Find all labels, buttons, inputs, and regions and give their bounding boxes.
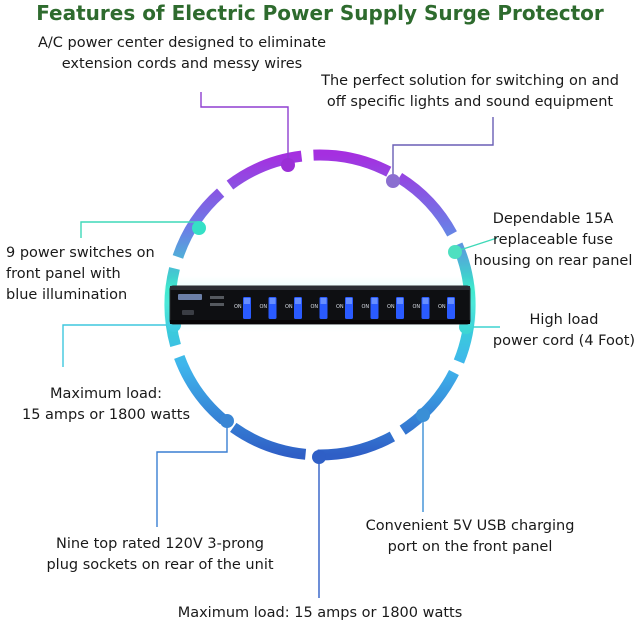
leader-line-8 bbox=[156, 421, 228, 527]
device-switch: ON bbox=[336, 297, 353, 319]
switch-on-label: ON bbox=[336, 304, 344, 310]
switch-highlight bbox=[422, 298, 429, 304]
switch-on-label: ON bbox=[260, 304, 268, 310]
feature-dot-2 bbox=[386, 174, 400, 188]
device-switch: ON bbox=[260, 297, 277, 319]
switch-on-label: ON bbox=[311, 304, 319, 310]
feature-label-8: Nine top rated 120V 3-prong plug sockets… bbox=[46, 536, 274, 573]
feature-label-9: Maximum load: 15 amps or 1800 watts bbox=[177, 605, 463, 621]
switch-highlight bbox=[371, 298, 378, 304]
device-switch: ON bbox=[362, 297, 379, 319]
feature-label-4: 9 power switches on front panel with blu… bbox=[6, 245, 155, 303]
switch-on-label: ON bbox=[285, 304, 293, 310]
device-switch: ON bbox=[234, 297, 251, 319]
feature-dot-1 bbox=[281, 158, 295, 172]
switch-highlight bbox=[295, 298, 301, 304]
switch-highlight bbox=[346, 298, 352, 304]
switch-on-label: ON bbox=[438, 304, 446, 310]
device-switch: ON bbox=[311, 297, 328, 319]
switch-highlight bbox=[244, 298, 250, 304]
leader-line-6 bbox=[62, 324, 174, 367]
device-switch: ON bbox=[413, 297, 430, 319]
device-switch: ON bbox=[438, 297, 455, 319]
feature-dot-4 bbox=[192, 221, 206, 235]
switch-on-label: ON bbox=[234, 304, 242, 310]
feature-label-5: High load power cord (4 Foot) bbox=[492, 312, 636, 349]
switch-highlight bbox=[269, 298, 276, 304]
device-switch: ON bbox=[285, 297, 302, 319]
switch-highlight bbox=[320, 298, 327, 304]
feature-dot-9 bbox=[312, 450, 326, 464]
switch-on-label: ON bbox=[413, 304, 421, 310]
switch-highlight bbox=[448, 298, 454, 304]
feature-label-7: Convenient 5V USB charging port on the f… bbox=[365, 518, 575, 555]
feature-dot-8 bbox=[220, 414, 234, 428]
switch-on-label: ON bbox=[362, 304, 370, 310]
feature-dot-3 bbox=[448, 245, 462, 259]
switch-highlight bbox=[397, 298, 403, 304]
switch-group: ON ON ON ON ON ON ON ON ON bbox=[234, 297, 455, 319]
feature-label-6: Maximum load: 15 amps or 1800 watts bbox=[21, 386, 191, 423]
feature-label-1: A/C power center designed to eliminate e… bbox=[37, 35, 327, 72]
feature-label-2: The perfect solution for switching on an… bbox=[321, 73, 619, 110]
leader-line-2 bbox=[392, 117, 494, 181]
leader-line-3 bbox=[456, 237, 498, 252]
switch-on-label: ON bbox=[387, 304, 395, 310]
feature-label-3: Dependable 15A replaceable fuse housing … bbox=[473, 211, 633, 269]
device-brand bbox=[178, 294, 202, 300]
power-strip-device: ON ON ON ON ON ON ON ON ON bbox=[164, 276, 476, 332]
feature-dot-7 bbox=[416, 408, 430, 422]
leader-line-1 bbox=[200, 92, 289, 164]
page-title: Features of Electric Power Supply Surge … bbox=[36, 1, 604, 25]
device-switch: ON bbox=[387, 297, 404, 319]
usb-port bbox=[182, 310, 194, 315]
